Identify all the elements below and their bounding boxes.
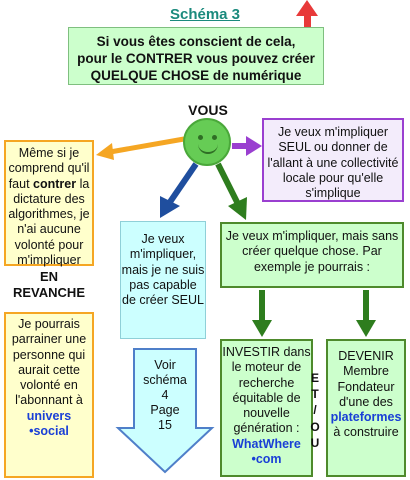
left-top-text-2: la dictature des algorithmes, je n'ai au… (8, 176, 90, 267)
left-top-text-1: Même si je comprend qu'il faut (8, 146, 90, 191)
green-box: Je veux m'impliquer, mais sans créer que… (220, 222, 404, 288)
plateformes-link[interactable]: plateformes (330, 410, 402, 424)
page-text: Page (150, 403, 180, 417)
left-bottom-text: Je pourrais parrainer une personne qui a… (11, 317, 87, 408)
page-number: 15 (158, 418, 172, 432)
whatwhere-com-link[interactable]: •com (251, 451, 282, 466)
left-top-bold: contrer (33, 176, 77, 191)
et-ou-char: E (310, 371, 319, 385)
devenir-text: DEVENIR Membre Fondateur d'une des (337, 349, 395, 409)
devenir-box: DEVENIR Membre Fondateur d'une des plate… (326, 339, 406, 477)
et-ou-label: E T / O U (304, 370, 326, 451)
smiley-eye-right (212, 135, 217, 140)
univers-link[interactable]: univers (26, 408, 72, 423)
et-ou-char: / (313, 403, 317, 418)
et-ou-char: U (310, 435, 320, 450)
revanche-line-2: REVANCHE (13, 284, 85, 300)
et-ou-char: O (310, 419, 320, 434)
revanche-label: EN REVANCHE (2, 269, 96, 301)
top-line-1: Si vous êtes conscient de cela, (96, 34, 296, 49)
schema-text: schéma (143, 373, 187, 387)
devenir-text-2: à construire (333, 425, 399, 440)
blue-arrow (160, 162, 199, 218)
top-line-2: pour le CONTRER vous pouvez créer (77, 50, 315, 66)
green-arrow-1 (215, 162, 247, 220)
cyan-arrow-text: Voir schéma 4 Page 15 (134, 358, 196, 433)
voir-text: Voir (154, 358, 176, 372)
green-arrow-3 (356, 290, 376, 337)
left-bottom-box: Je pourrais parrainer une personne qui a… (4, 312, 94, 478)
left-top-box: Même si je comprend qu'il faut contrer l… (4, 140, 94, 267)
purple-box: Je veux m'impliquer SEUL ou donner de l'… (262, 118, 404, 202)
cyan-down-arrow (115, 348, 215, 474)
purple-arrow (232, 136, 262, 156)
investir-box: INVESTIR dans le moteur de recherche équ… (220, 339, 313, 477)
green-arrow-2 (252, 290, 272, 337)
schema-number: 4 (161, 388, 169, 402)
cyan-box: Je veux m'impliquer, mais je ne suis pas… (120, 221, 206, 339)
vous-label: VOUS (188, 102, 228, 118)
top-box: Si vous êtes conscient de cela, pour le … (68, 27, 324, 85)
whatwhere-link[interactable]: WhatWhere (232, 436, 301, 451)
et-ou-char: T (311, 387, 319, 402)
revanche-line-1: EN (39, 269, 59, 284)
top-line-3: QUELQUE CHOSE de numérique (90, 67, 302, 83)
schema-title: Schéma 3 (169, 6, 241, 23)
smiley-eye-left (198, 135, 203, 140)
smiley-icon (183, 118, 231, 166)
social-link[interactable]: •social (29, 423, 69, 438)
investir-text: INVESTIR dans le moteur de recherche équ… (222, 345, 311, 436)
smiley-mouth (198, 142, 218, 154)
orange-arrow (96, 136, 185, 160)
